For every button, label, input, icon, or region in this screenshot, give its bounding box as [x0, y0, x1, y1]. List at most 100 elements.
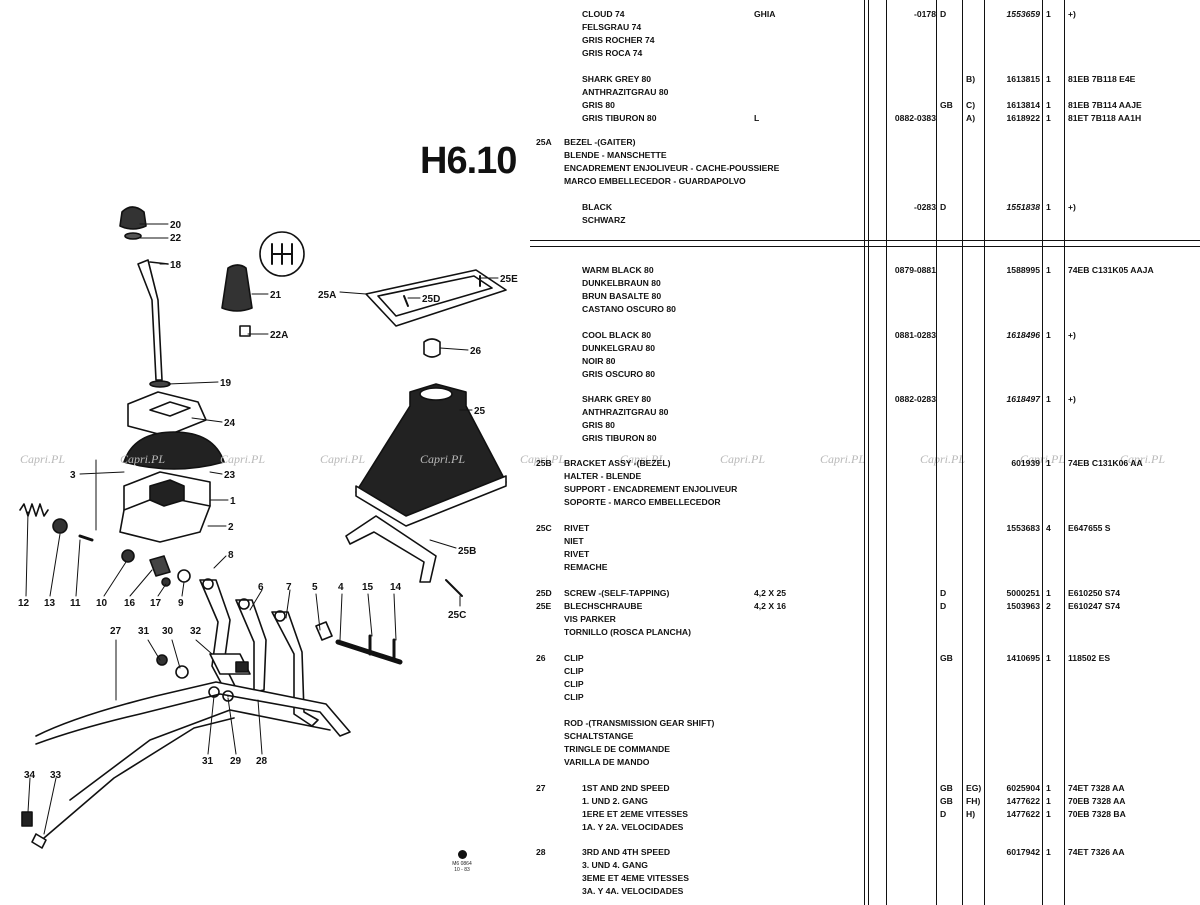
watermark-text: Capri.PL — [320, 452, 366, 466]
column-rule — [962, 0, 963, 905]
footnote-mark: H) — [966, 809, 976, 819]
part-description: ANTHRAZITGRAU 80 — [582, 87, 669, 97]
part-description: NOIR 80 — [582, 356, 616, 366]
part-description: SCREW -(SELF-TAPPING) — [564, 588, 670, 598]
part-description: SCHALTSTANGE — [564, 731, 634, 741]
quantity: 1 — [1046, 783, 1051, 793]
part-number: 6017942 — [1006, 847, 1040, 857]
part-description: 1. UND 2. GANG — [582, 796, 648, 806]
part-description: BEZEL -(GAITER) — [564, 137, 636, 147]
part-description: NIET — [564, 536, 584, 546]
callout: 23 — [224, 470, 236, 481]
engineering-number: +) — [1068, 394, 1076, 404]
engineering-number: +) — [1068, 330, 1076, 340]
callout: 27 — [110, 626, 122, 637]
engineering-number: 74ET 7326 AA — [1068, 847, 1125, 857]
footnote-mark: C) — [966, 100, 976, 110]
country-code: GB — [940, 100, 953, 110]
part-description: 3. UND 4. GANG — [582, 860, 648, 870]
part-number: 1477622 — [1006, 796, 1040, 806]
country-code: D — [940, 601, 947, 611]
part-description: 3A. Y 4A. VELOCIDADES — [582, 886, 684, 896]
country-code: D — [940, 9, 947, 19]
part-description: CASTANO OSCURO 80 — [582, 304, 676, 314]
part-number: 1477622 — [1006, 809, 1040, 819]
callout: 9 — [178, 598, 184, 609]
watermark-text: Capri.PL — [1120, 452, 1166, 466]
part-description: BRACKET ASSY -(BEZEL) — [564, 458, 671, 468]
part-description: BRUN BASALTE 80 — [582, 291, 662, 301]
engineering-number: 118502 ES — [1068, 653, 1111, 663]
callout: 25 — [474, 406, 486, 417]
variant-code: GHIA — [754, 9, 776, 19]
selector-lever-8 — [199, 579, 239, 697]
part-description: VIS PARKER — [564, 614, 616, 624]
quantity: 4 — [1046, 523, 1051, 533]
part-description: 1ST AND 2ND SPEED — [582, 783, 670, 793]
engineering-number: E647655 S — [1068, 523, 1111, 533]
part-description: DUNKELGRAU 80 — [582, 343, 656, 353]
shift-rod-27 — [35, 681, 351, 745]
ref-number: 25C — [536, 523, 552, 533]
callout: 34 — [24, 770, 36, 781]
part-description: CLIP — [564, 653, 584, 663]
section-break — [530, 240, 1200, 241]
footnote-mark: B) — [966, 74, 976, 84]
footnote-mark: EG) — [966, 783, 982, 793]
variant-code: L — [754, 113, 760, 123]
part-description: ROD -(TRANSMISSION GEAR SHIFT) — [564, 718, 715, 728]
callout: 21 — [270, 290, 282, 301]
part-description: 3RD AND 4TH SPEED — [582, 847, 671, 857]
bezel-bracket — [345, 515, 437, 583]
part-description: GRIS ROCHER 74 — [582, 35, 655, 45]
engineering-number: 70EB 7328 AA — [1068, 796, 1126, 806]
watermark-text: Capri.PL — [720, 452, 766, 466]
gear-knob — [119, 206, 147, 230]
date-range: 0882-0383 — [894, 113, 936, 123]
selector-lever-6 — [235, 599, 267, 693]
watermark-text: Capri.PL — [20, 452, 66, 466]
column-rule — [1064, 0, 1065, 905]
part-description: RIVET — [564, 549, 590, 559]
part-description: GRIS 80 — [582, 100, 615, 110]
country-code: GB — [940, 783, 953, 793]
callout: 25E — [500, 274, 518, 285]
part-description: CLIP — [564, 666, 584, 676]
quantity: 1 — [1046, 265, 1051, 275]
part-description: COOL BLACK 80 — [582, 330, 652, 340]
footnote-mark: A) — [966, 113, 976, 123]
shift-rod-28 — [69, 709, 331, 801]
column-rule — [1042, 0, 1043, 905]
column-rule — [886, 0, 887, 905]
date-range: -0283 — [914, 202, 936, 212]
watermark-text: Capri.PL — [520, 452, 566, 466]
ref-number: 25E — [536, 601, 552, 611]
part-description: WARM BLACK 80 — [582, 265, 654, 275]
callout: 6 — [258, 582, 264, 593]
callout: 5 — [312, 582, 318, 593]
engineering-number: 74EB C131K06 AA — [1068, 458, 1143, 468]
callout: 25A — [318, 290, 336, 301]
variant-code: 4,2 X 25 — [754, 588, 787, 598]
part-description: CLOUD 74 — [582, 9, 625, 19]
part-number: 1613815 — [1006, 74, 1040, 84]
part-number: 1588995 — [1006, 265, 1040, 275]
part-description: BLECHSCHRAUBE — [564, 601, 643, 611]
footnote-mark: FH) — [966, 796, 981, 806]
callout: 33 — [50, 770, 62, 781]
part-description: 1A. Y 2A. VELOCIDADES — [582, 822, 684, 832]
callout: 19 — [220, 378, 232, 389]
part-description: SOPORTE - MARCO EMBELLECEDOR — [564, 497, 721, 507]
date-range: -0178 — [914, 9, 936, 19]
part-description: GRIS 80 — [582, 420, 615, 430]
selector-lever-7 — [271, 611, 319, 727]
callout: 29 — [230, 756, 242, 767]
part-description: GRIS TIBURON 80 — [582, 113, 657, 123]
ref-number: 27 — [536, 783, 546, 793]
callout: 31 — [202, 756, 214, 767]
page-code: H6.10 — [420, 140, 517, 182]
watermark-text: Capri.PL — [420, 452, 466, 466]
part-number: 1410695 — [1006, 653, 1040, 663]
callout: 20 — [170, 220, 182, 231]
part-number: 1553659 — [1006, 9, 1040, 19]
